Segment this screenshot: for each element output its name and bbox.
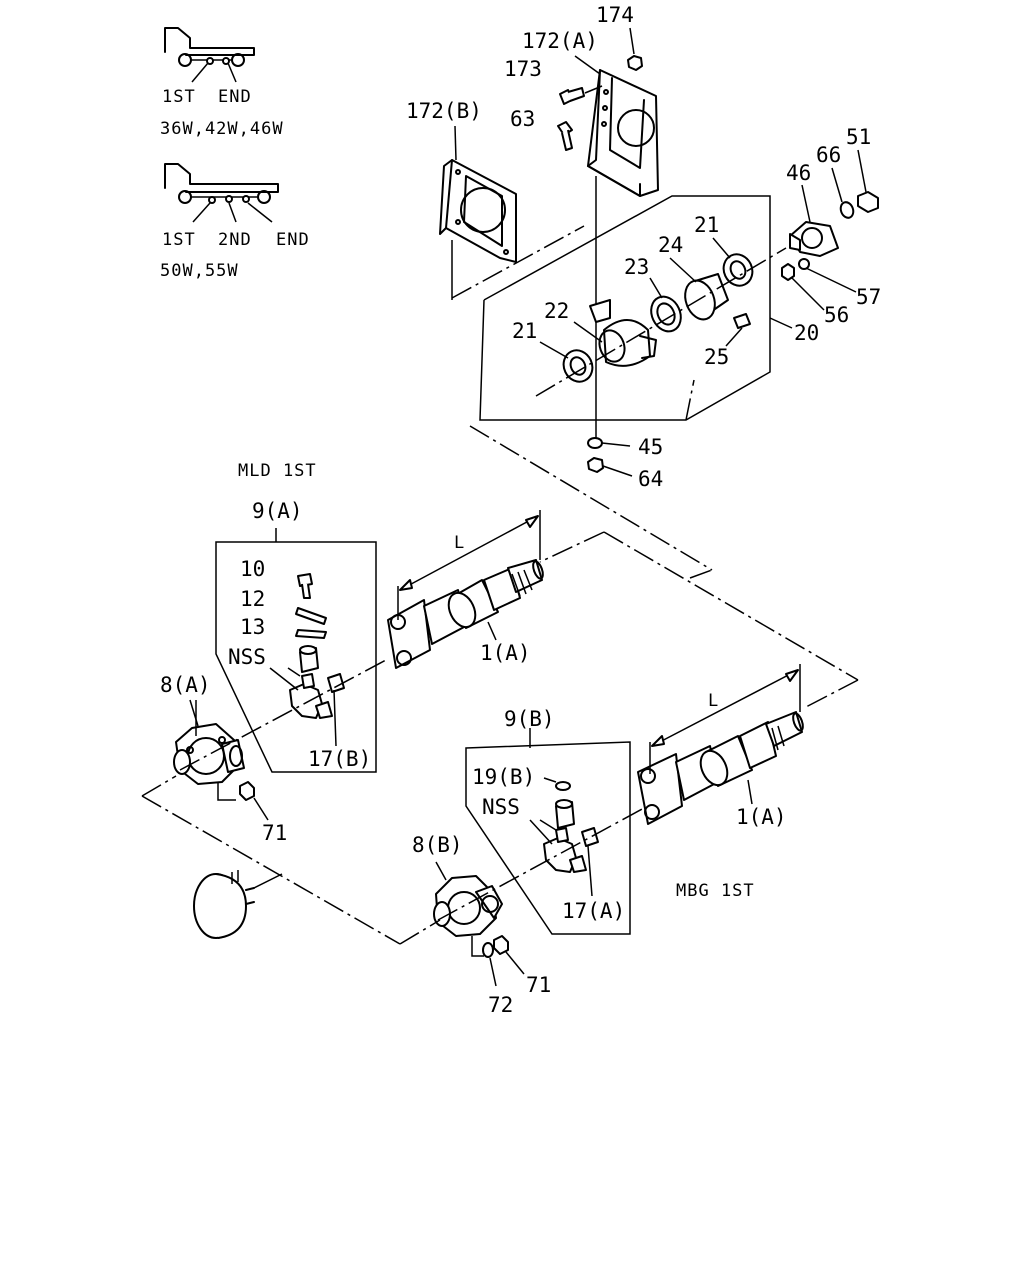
shaft-1a-lower-drawing: [637, 711, 804, 825]
seal-21-right-drawing: [722, 253, 754, 287]
legend-top-end: END: [218, 87, 252, 107]
callout-9a: 9(A): [252, 499, 303, 523]
nut-51-drawing: [857, 191, 879, 213]
legend-top-first: 1ST: [162, 87, 196, 107]
callout-12: 12: [240, 587, 265, 611]
callout-nss-b: NSS: [482, 795, 520, 819]
callout-174: 174: [596, 3, 634, 27]
bolt-173-drawing: [559, 87, 585, 105]
dimension-l-lower: L: [708, 691, 719, 711]
nut-64-drawing: [587, 457, 604, 473]
assembly-frame-20: [479, 195, 771, 421]
callout-72: 72: [488, 993, 513, 1017]
seal-21-left-drawing: [562, 349, 594, 383]
assembly-frame-9b: [465, 741, 631, 935]
callout-nss-a: NSS: [228, 645, 266, 669]
callout-56: 56: [824, 303, 849, 327]
callout-17b: 17(B): [308, 747, 371, 771]
callout-46: 46: [786, 161, 811, 185]
bracket-172b-drawing: [439, 159, 517, 263]
spider-drawing-a: [289, 673, 333, 719]
callout-22: 22: [544, 299, 569, 323]
nipple-25-drawing: [733, 313, 751, 329]
sleeve-24-drawing: [684, 273, 729, 321]
callout-1a-lower: 1(A): [736, 805, 787, 829]
callout-173: 173: [504, 57, 542, 81]
bolt-10-drawing: [297, 573, 313, 599]
assembly-frame-9a: [215, 541, 377, 773]
nut-174-drawing: [627, 55, 643, 71]
legend-bottom-end: END: [276, 230, 310, 250]
callout-51: 51: [846, 125, 871, 149]
callout-19b: 19(B): [472, 765, 535, 789]
washer-66-drawing: [839, 201, 855, 219]
washer-45-drawing: [587, 437, 603, 449]
caption-mld-1st: MLD 1ST: [238, 461, 317, 481]
callout-45: 45: [638, 435, 663, 459]
truck-icon-two-shaft: [164, 27, 255, 83]
bolt-63-drawing: [557, 121, 573, 151]
callout-24: 24: [658, 233, 683, 257]
axle-housing-drawing: [193, 870, 255, 939]
bracket-172a-drawing: [587, 69, 659, 197]
flange-46-drawing: [789, 221, 839, 257]
snap-ring-19b-drawing: [555, 781, 571, 791]
flange-yoke-8b-drawing: [433, 875, 503, 937]
callout-172b: 172(B): [406, 99, 482, 123]
legend-top-models: 36W,42W,46W: [160, 119, 284, 139]
nut-71-lower-drawing: [493, 935, 509, 955]
callout-8b: 8(B): [412, 833, 463, 857]
bearing-23-drawing: [650, 295, 682, 333]
housing-22-drawing: [589, 299, 657, 367]
washer-57-drawing: [798, 258, 810, 270]
nipple-17b-drawing: [327, 673, 345, 693]
callout-13: 13: [240, 615, 265, 639]
callout-57: 57: [856, 285, 881, 309]
callout-172a: 172(A): [522, 29, 598, 53]
callout-66: 66: [816, 143, 841, 167]
callout-10: 10: [240, 557, 265, 581]
caption-mbg-1st: MBG 1ST: [676, 881, 755, 901]
callout-63: 63: [510, 107, 535, 131]
washer-72-drawing: [482, 942, 494, 958]
legend-bottom-first: 1ST: [162, 230, 196, 250]
nut-56-drawing: [781, 263, 795, 281]
callout-21-left: 21: [512, 319, 537, 343]
lock-plate-12-drawing: [295, 607, 327, 625]
shaft-1a-upper-drawing: [387, 559, 544, 669]
callout-21-right: 21: [694, 213, 719, 237]
dimension-l-upper: L: [454, 533, 465, 553]
lock-plate-13-drawing: [295, 629, 327, 639]
legend-bottom-models: 50W,55W: [160, 261, 239, 281]
callout-71-upper: 71: [262, 821, 287, 845]
callout-8a: 8(A): [160, 673, 211, 697]
spider-drawing-b: [543, 827, 587, 873]
callout-25: 25: [704, 345, 729, 369]
callout-23: 23: [624, 255, 649, 279]
callout-9b: 9(B): [504, 707, 555, 731]
bearing-cup-nss-b-drawing: [555, 799, 575, 829]
legend-bottom-second: 2ND: [218, 230, 252, 250]
callout-20: 20: [794, 321, 819, 345]
nut-71-upper-drawing: [239, 781, 255, 801]
callout-64: 64: [638, 467, 663, 491]
flange-yoke-8a-drawing: [173, 723, 245, 785]
truck-icon-three-shaft: [164, 163, 279, 223]
callout-1a-upper: 1(A): [480, 641, 531, 665]
callout-71-lower: 71: [526, 973, 551, 997]
bearing-cup-nss-a-drawing: [299, 645, 319, 673]
nipple-17a-drawing: [581, 827, 599, 847]
callout-17a: 17(A): [562, 899, 625, 923]
